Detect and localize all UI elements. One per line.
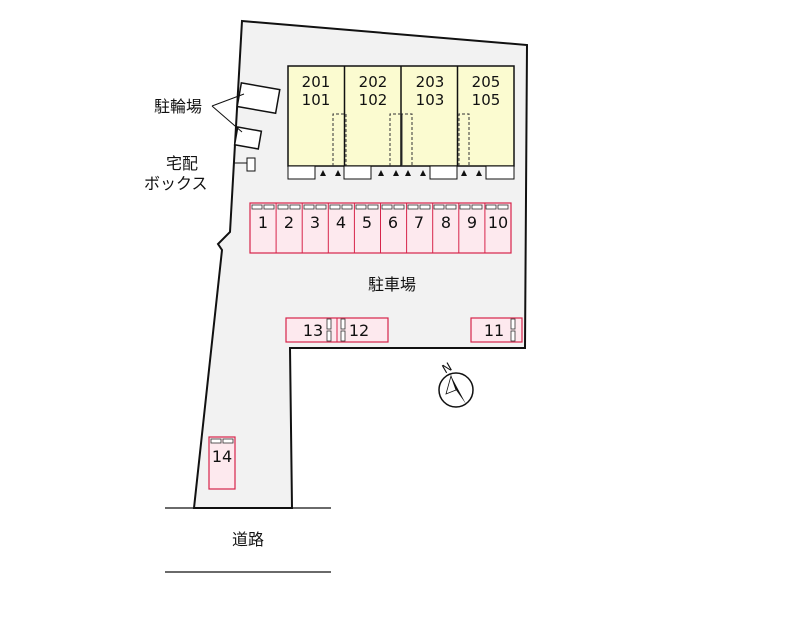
parking-space-number: 13 xyxy=(303,321,323,340)
parking-space-number: 12 xyxy=(349,321,369,340)
parking-space-number: 11 xyxy=(484,321,504,340)
unit-label-lower: 102 xyxy=(359,91,388,109)
unit-label-upper: 202 xyxy=(359,73,388,91)
parking-space-number: 14 xyxy=(212,447,232,466)
road: 道路 xyxy=(165,507,331,573)
parking-space-number: 10 xyxy=(488,213,508,232)
delivery-box: 宅配 ボックス xyxy=(144,154,256,193)
unit-label-lower: 101 xyxy=(302,91,331,109)
parking-space-number: 3 xyxy=(310,213,320,232)
unit-label-upper: 203 xyxy=(416,73,445,91)
parking-row: 1 2 3 4 5 6 7 8 9 10 xyxy=(249,202,512,254)
parking-space-number: 2 xyxy=(284,213,294,232)
apartment-building: 201 101 202 102 203 103 205 105 xyxy=(287,65,515,180)
delivery-box-label-line2: ボックス xyxy=(144,174,208,193)
parking-space-number: 9 xyxy=(467,213,477,232)
road-label: 道路 xyxy=(232,530,264,549)
parking-space-number: 4 xyxy=(336,213,346,232)
unit-label-upper: 201 xyxy=(302,73,331,91)
delivery-box-label-line1: 宅配 xyxy=(166,154,198,173)
parking-space-11: 11 xyxy=(470,317,523,343)
unit-label-lower: 103 xyxy=(416,91,445,109)
unit-label-lower: 105 xyxy=(472,91,501,109)
bicycle-parking: 駐輪場 xyxy=(154,82,281,150)
parking-space-number: 7 xyxy=(414,213,424,232)
parking-spaces-13-12: 13 12 xyxy=(285,317,389,343)
parking-space-number: 8 xyxy=(441,213,451,232)
north-arrow-icon: N xyxy=(438,360,474,408)
parking-space-number: 6 xyxy=(388,213,398,232)
parking-space-number: 1 xyxy=(258,213,268,232)
unit-label-upper: 205 xyxy=(472,73,501,91)
parking-space-14: 14 xyxy=(208,436,236,490)
parking-space-number: 5 xyxy=(362,213,372,232)
bicycle-parking-label: 駐輪場 xyxy=(154,97,202,116)
parking-lot-label: 駐車場 xyxy=(368,275,416,294)
